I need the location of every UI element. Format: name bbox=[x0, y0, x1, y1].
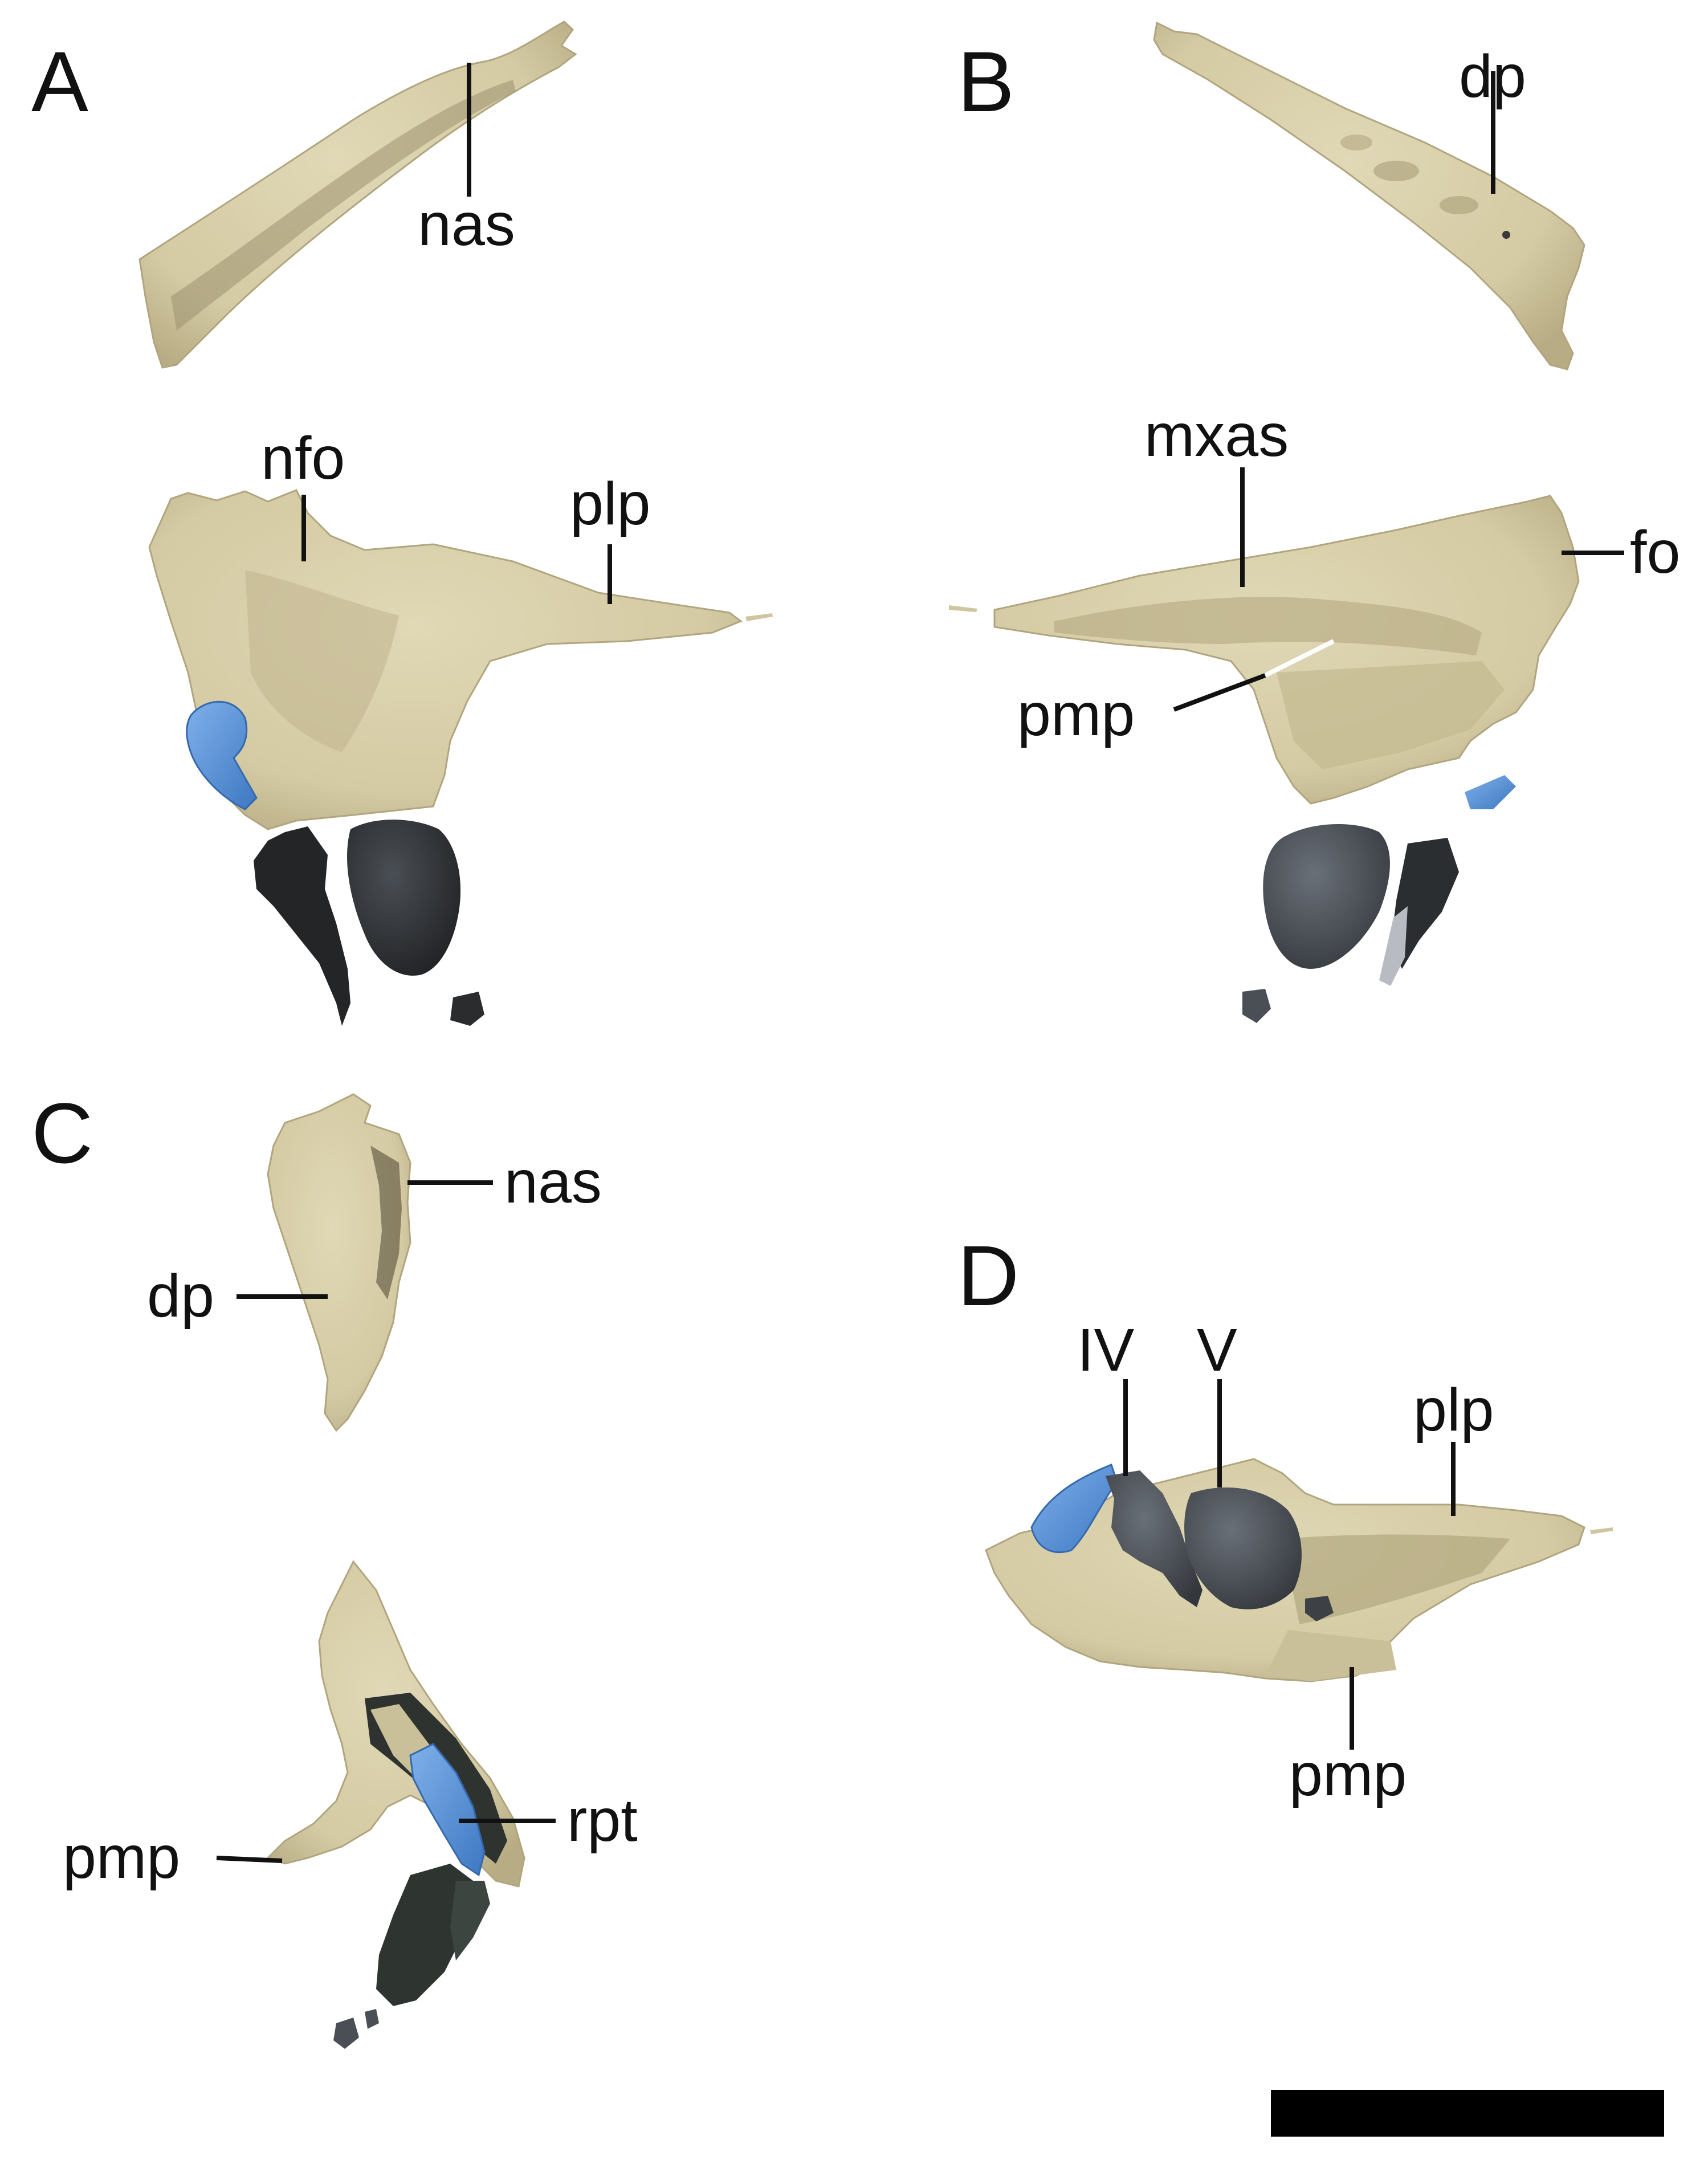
panel-a-label-plp: plp bbox=[570, 470, 650, 537]
panel-b-cartilage bbox=[1465, 775, 1516, 809]
panel-a: A nas nfo plp bbox=[31, 21, 773, 1026]
panel-b-nasal-process bbox=[1153, 21, 1585, 370]
panel-c: C nas dp pmp rpt bbox=[31, 1085, 638, 2049]
panel-b-tooth-main bbox=[1263, 824, 1390, 969]
panel-b-leader-pmp-white bbox=[1264, 639, 1335, 678]
panel-a-label-nfo: nfo bbox=[261, 425, 345, 492]
panel-a-tooth-fragment bbox=[450, 992, 484, 1026]
panel-b-label-mxas: mxas bbox=[1144, 402, 1289, 469]
panel-d-element-iv bbox=[1106, 1470, 1202, 1607]
panel-d-letter: D bbox=[957, 1228, 1019, 1323]
panel-d: D IV V plp pmp bbox=[957, 1228, 1613, 1808]
panel-c-nasal-piece bbox=[267, 1093, 411, 1432]
panel-a-cartilage bbox=[186, 700, 258, 810]
panel-c-label-rpt: rpt bbox=[567, 1787, 638, 1854]
panel-b-label-pmp: pmp bbox=[1017, 681, 1135, 748]
panel-c-tooth-long bbox=[376, 1864, 473, 2006]
panel-c-tooth-fragment bbox=[333, 2018, 359, 2049]
panel-d-element-v bbox=[1184, 1487, 1302, 1609]
panel-a-label-nas: nas bbox=[418, 191, 515, 258]
panel-d-cartilage bbox=[1030, 1464, 1118, 1554]
panel-c-leader-pmp bbox=[216, 1856, 283, 1863]
panel-b-tooth-fragment bbox=[1242, 989, 1271, 1023]
panel-d-label-iv: IV bbox=[1077, 1317, 1134, 1384]
panel-a-letter: A bbox=[31, 34, 88, 129]
panel-b-leader-pmp bbox=[1173, 673, 1266, 712]
panel-b-tooth-right bbox=[1391, 838, 1459, 969]
panel-c-letter: C bbox=[31, 1085, 93, 1181]
panel-c-label-pmp: pmp bbox=[63, 1824, 180, 1891]
panel-a-tooth-right bbox=[347, 820, 461, 976]
panel-c-cartilage bbox=[409, 1743, 486, 1877]
panel-b-label-dp: dp bbox=[1459, 43, 1526, 110]
panel-d-label-pmp: pmp bbox=[1289, 1741, 1407, 1808]
panel-a-tooth-left bbox=[254, 826, 350, 1026]
panel-d-label-plp: plp bbox=[1413, 1376, 1494, 1444]
panel-d-label-v: V bbox=[1197, 1317, 1237, 1384]
panel-c-label-dp: dp bbox=[147, 1262, 214, 1330]
panel-c-label-nas: nas bbox=[504, 1148, 602, 1216]
panel-b: B dp mxas fo pmp bbox=[949, 21, 1680, 1023]
panel-b-label-fo: fo bbox=[1630, 519, 1680, 586]
panel-b-letter: B bbox=[957, 34, 1014, 129]
panel-b-main-body bbox=[993, 495, 1580, 805]
scale-bar bbox=[1271, 2090, 1664, 2137]
